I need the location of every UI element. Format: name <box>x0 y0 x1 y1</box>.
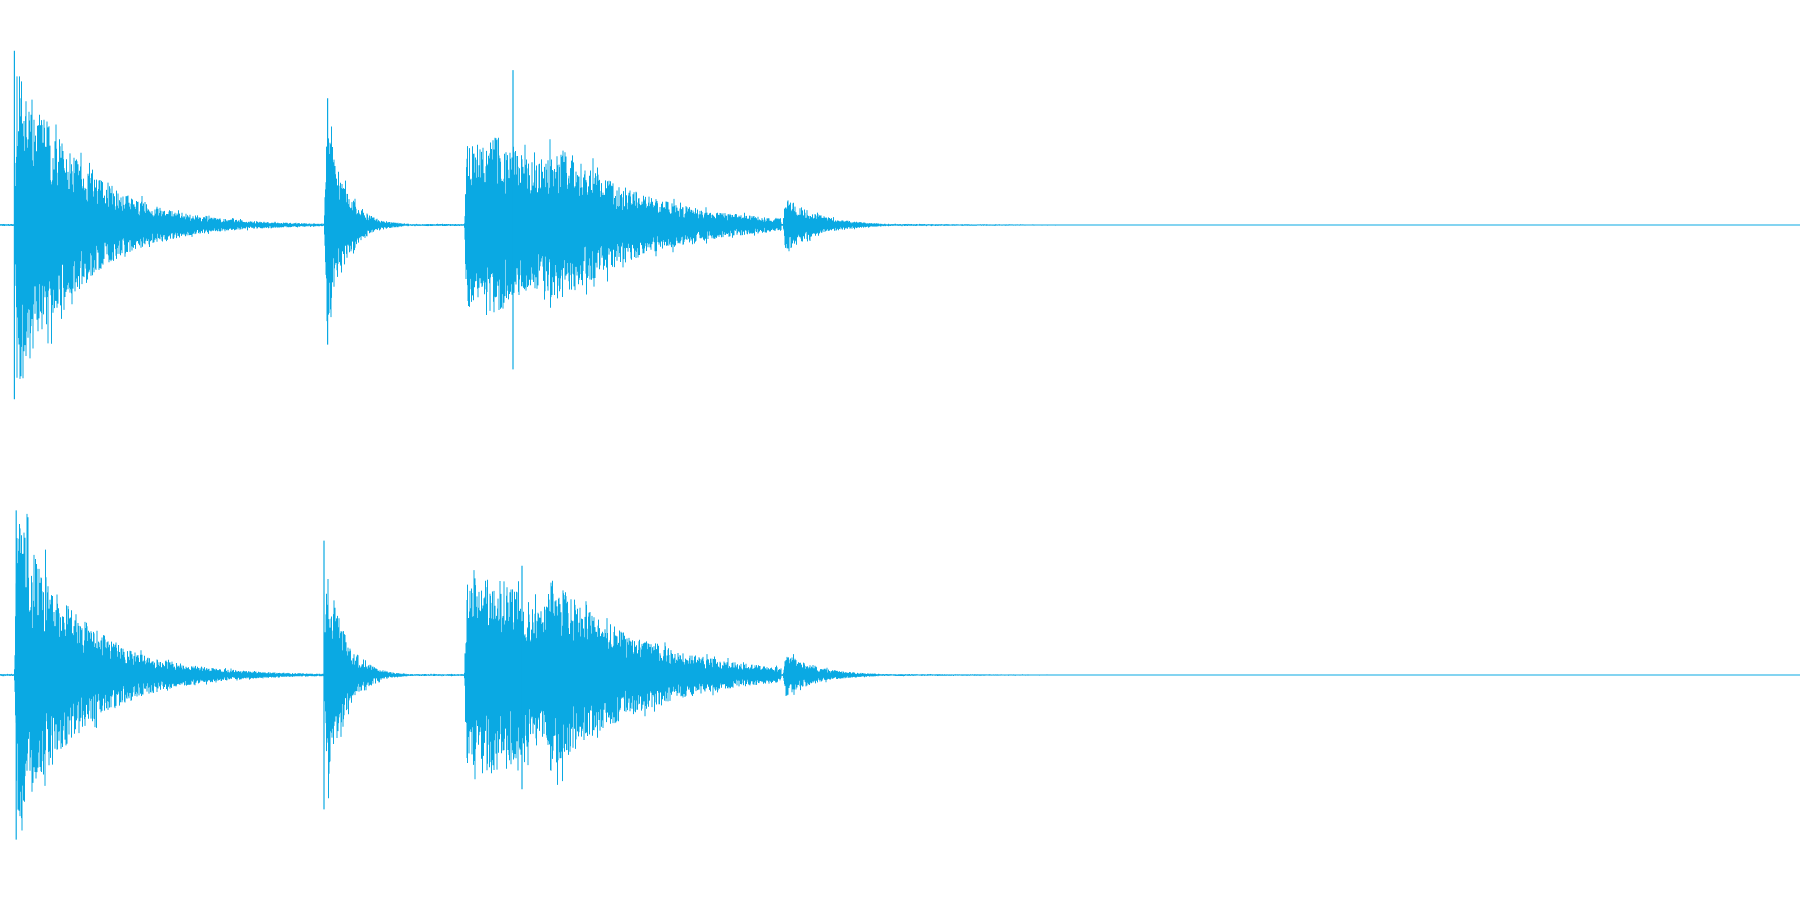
waveform-body <box>0 76 1099 379</box>
waveform-channel-right <box>0 510 1800 840</box>
waveform-body <box>0 513 1089 831</box>
waveform-channel-left <box>0 50 1800 400</box>
